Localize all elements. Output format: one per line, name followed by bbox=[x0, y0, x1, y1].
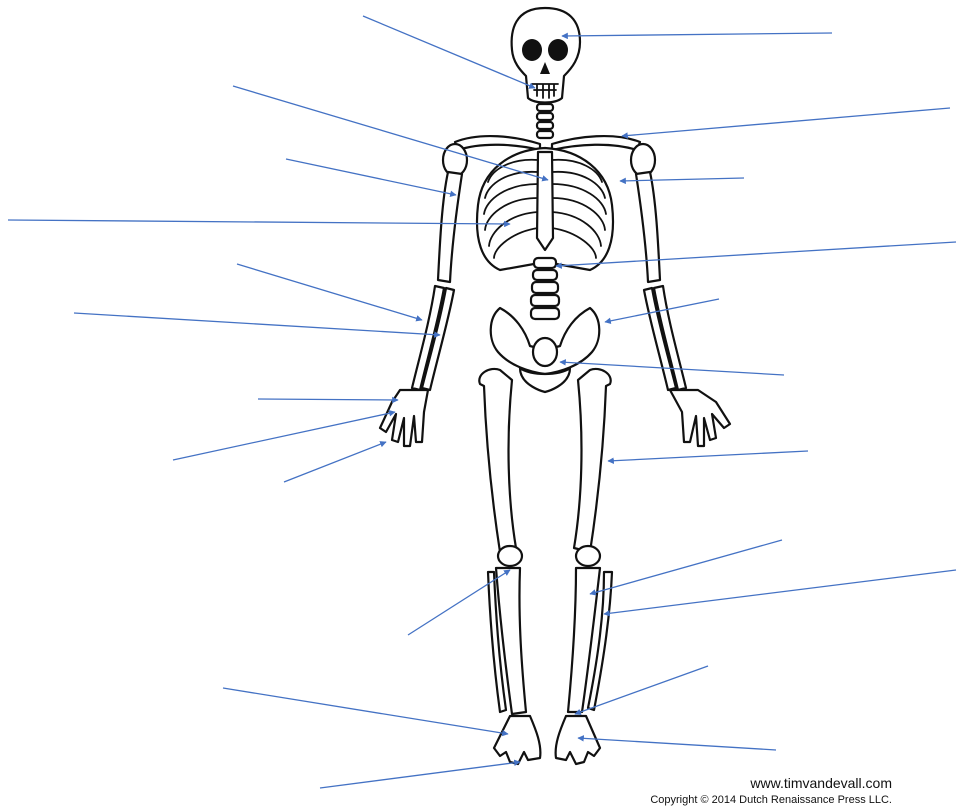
right-foot bbox=[556, 716, 600, 764]
right-femur bbox=[574, 369, 611, 552]
left-leg bbox=[479, 369, 540, 764]
pointer-line bbox=[233, 86, 548, 180]
left-patella bbox=[498, 546, 522, 566]
right-humerus bbox=[636, 172, 660, 282]
pointer-line bbox=[237, 264, 422, 320]
pointer-line bbox=[622, 108, 950, 136]
pointer-line bbox=[173, 412, 395, 460]
pointer-line bbox=[8, 220, 510, 224]
website-credit: www.timvandevall.com bbox=[750, 775, 892, 791]
right-leg bbox=[556, 369, 612, 764]
pointer-line bbox=[286, 159, 456, 195]
pointer-line bbox=[590, 540, 782, 594]
skeleton-illustration bbox=[380, 8, 730, 764]
left-hand bbox=[380, 390, 428, 446]
pointer-line bbox=[320, 762, 520, 788]
left-arm bbox=[380, 172, 462, 446]
pointer-line bbox=[363, 16, 535, 88]
pointer-line bbox=[556, 242, 956, 266]
copyright-notice: Copyright © 2014 Dutch Renaissance Press… bbox=[650, 794, 892, 806]
left-shoulder bbox=[443, 144, 467, 176]
sternum bbox=[537, 152, 553, 250]
right-patella bbox=[576, 546, 600, 566]
pointer-line bbox=[562, 33, 832, 36]
ribcage bbox=[477, 148, 613, 270]
right-arm bbox=[636, 172, 730, 446]
right-hand bbox=[670, 390, 730, 446]
sacrum bbox=[533, 338, 557, 366]
right-shoulder bbox=[631, 144, 655, 176]
pointer-line bbox=[604, 570, 956, 614]
left-foot bbox=[494, 716, 540, 764]
cervical-vertebrae bbox=[537, 104, 553, 138]
left-clavicle bbox=[455, 136, 540, 150]
lumbar-vertebrae bbox=[531, 258, 559, 319]
pointer-line bbox=[284, 442, 386, 482]
right-clavicle bbox=[552, 136, 640, 150]
label-pointers bbox=[8, 16, 956, 788]
pointer-line bbox=[74, 313, 440, 335]
pointer-line bbox=[258, 399, 398, 400]
left-femur bbox=[479, 369, 516, 552]
pointer-line bbox=[578, 738, 776, 750]
pointer-line bbox=[608, 451, 808, 461]
left-humerus bbox=[438, 172, 462, 282]
skull bbox=[512, 8, 580, 103]
pointer-line bbox=[223, 688, 508, 734]
